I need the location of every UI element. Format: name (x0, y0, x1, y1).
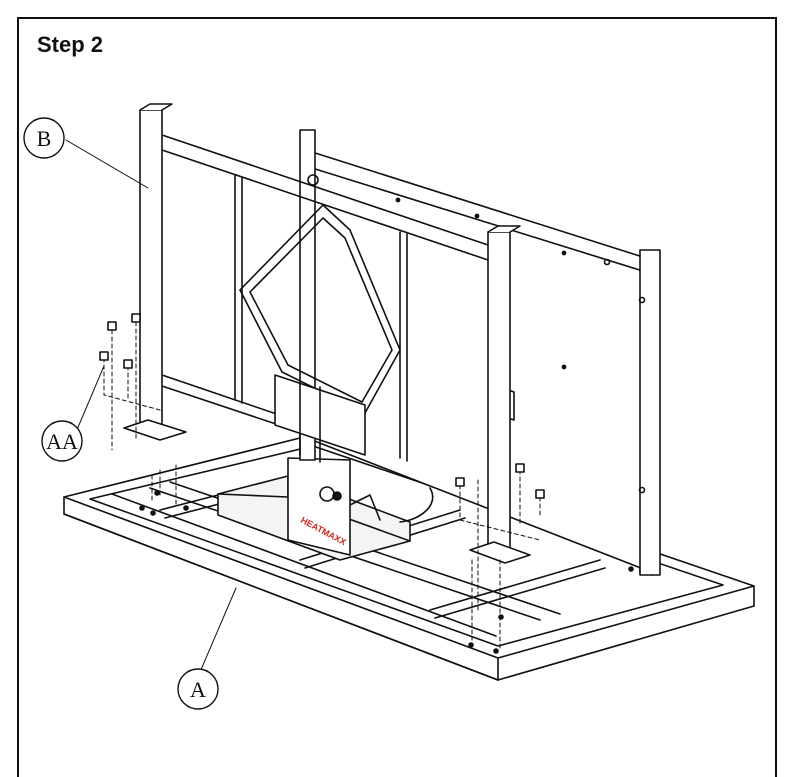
callout-a: A (177, 668, 219, 710)
bolt-aa-1 (107, 321, 117, 331)
heater-unit: HEATMAXX (217, 457, 434, 561)
bolts-aa (103, 321, 541, 651)
bolt-aa-4 (123, 359, 133, 369)
bolt-aa-2 (131, 313, 141, 323)
bolt-aa-3 (99, 351, 109, 361)
leader-aa (75, 365, 105, 433)
callout-aa: AA (41, 420, 83, 462)
bolt-aa-7 (535, 489, 545, 499)
callout-a-label: A (190, 677, 206, 702)
back-panel (299, 129, 661, 576)
step-frame (17, 17, 777, 777)
callout-aa-label: AA (46, 429, 78, 454)
callout-b-label: B (37, 126, 52, 151)
bolt-aa-6 (515, 463, 525, 473)
bolt-aa-5 (455, 477, 465, 487)
callout-b: B (23, 117, 65, 159)
leader-a (199, 587, 237, 673)
front-panel-b (123, 103, 531, 564)
leader-b (65, 139, 149, 189)
step-title: Step 2 (37, 32, 104, 57)
